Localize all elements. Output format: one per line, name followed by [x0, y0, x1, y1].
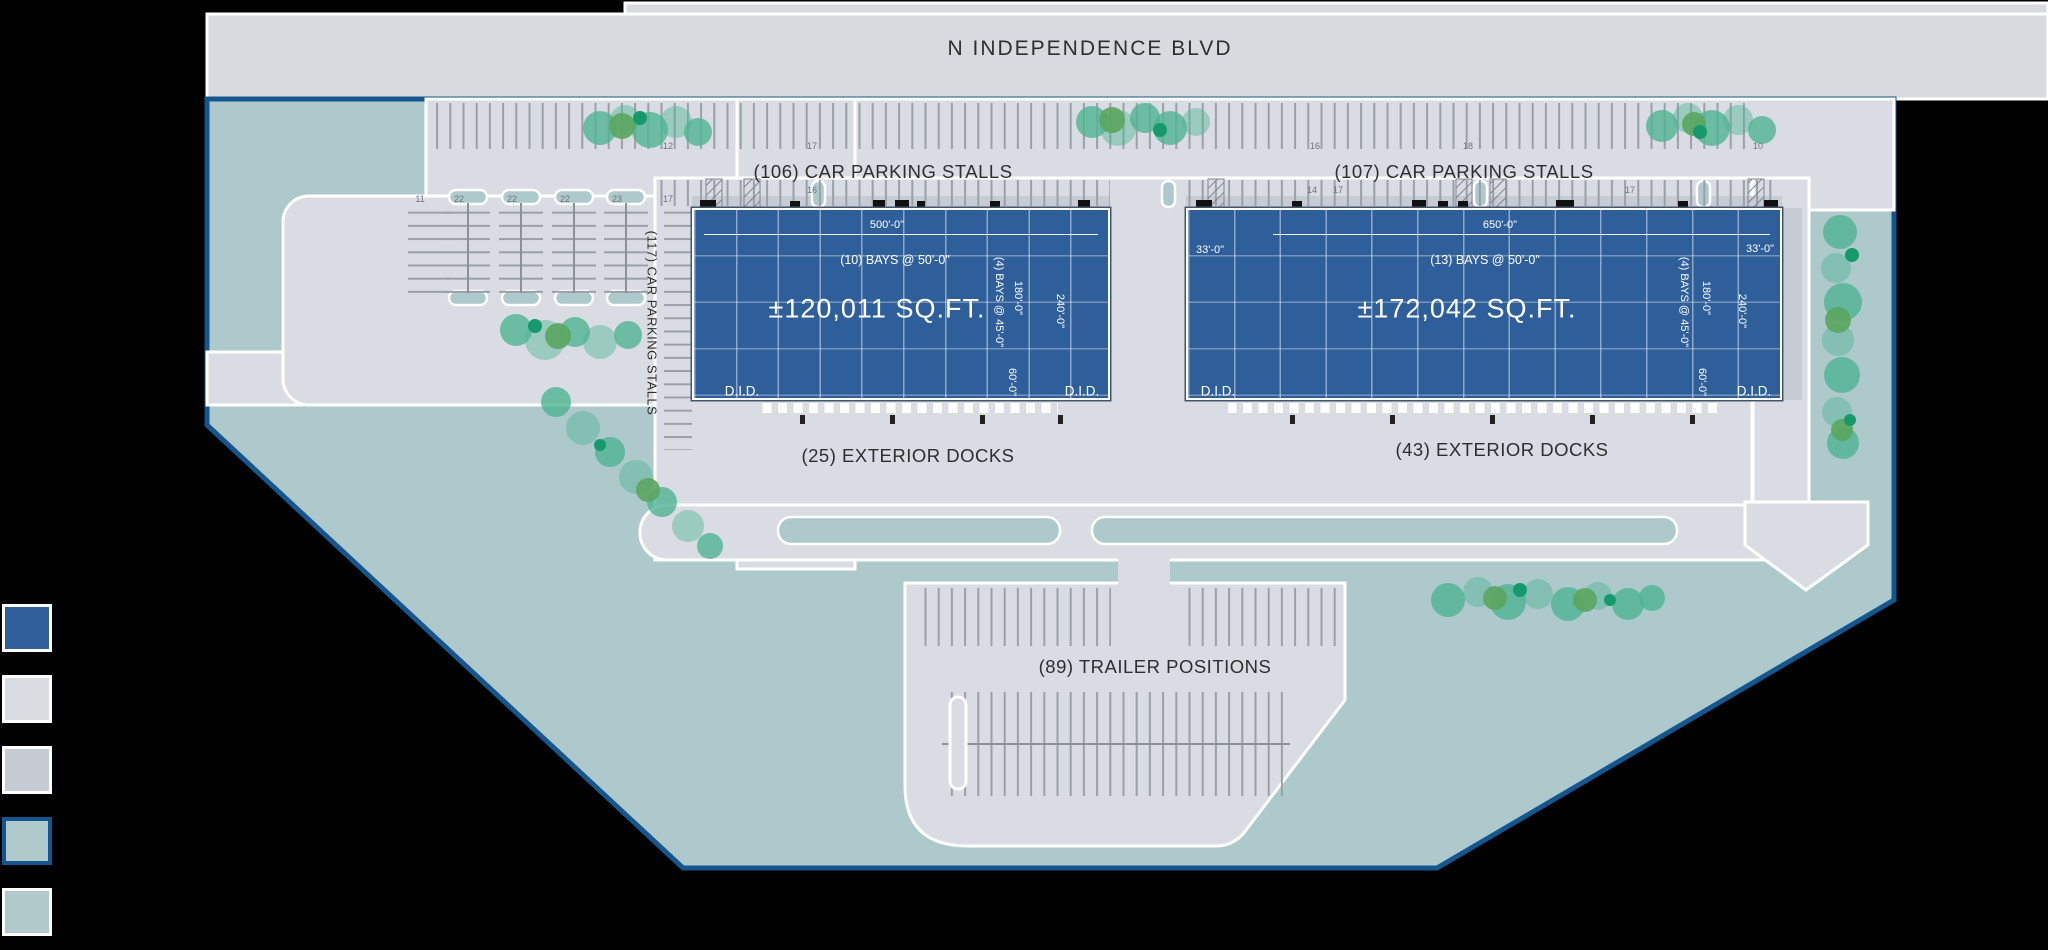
building-2-notch-dim-left: 33'-0"	[1195, 244, 1225, 256]
building-1-did-left: D.I.D.	[724, 383, 760, 399]
legend-swatch-pavement	[2, 675, 52, 723]
row-count: 10	[1752, 141, 1764, 151]
building-1-bays-label: (10) BAYS @ 50'-0"	[840, 253, 950, 267]
building-2-side-bays-label: (4) BAYS @ 45'-0"	[1678, 256, 1690, 348]
building-2-dimension-line	[1273, 234, 1770, 235]
trees	[500, 103, 1862, 621]
building-1-sqft-label: ±120,011 SQ.FT.	[768, 293, 986, 324]
building-2-did-left: D.I.D.	[1200, 383, 1236, 399]
legend-swatch-building	[2, 604, 52, 652]
building-2-width-dim: 240'-0"	[1736, 293, 1748, 329]
parking-117-label: (117) CAR PARKING STALLS	[644, 230, 660, 416]
parking-107-label: (107) CAR PARKING STALLS	[1334, 161, 1594, 182]
row-count: 22	[506, 194, 518, 204]
row-count: 22	[559, 194, 571, 204]
road-label: N INDEPENDENCE BLVD	[947, 37, 1233, 60]
building-2-grid	[1188, 210, 1780, 398]
trailer-position-ticks	[915, 588, 1340, 796]
row-count: 14	[1306, 185, 1318, 195]
building-2-depth-dim: 180'-0"	[1700, 280, 1712, 316]
roof-marks	[700, 200, 1778, 209]
building-2-bays-label: (13) BAYS @ 50'-0"	[1430, 253, 1540, 267]
legend-swatch-sidewalk	[2, 746, 52, 794]
building-1: 500'-0" (10) BAYS @ 50'-0" ±120,011 SQ.F…	[692, 208, 1110, 400]
building-1-length-dim: 500'-0"	[869, 219, 905, 231]
building-2: 650'-0" (13) BAYS @ 50'-0" ±172,042 SQ.F…	[1186, 208, 1782, 400]
row-count: 22	[453, 194, 465, 204]
building-2-speed-bay-dim: 60'-0"	[1696, 367, 1708, 397]
building-2-did-right: D.I.D.	[1736, 383, 1772, 399]
row-count: 11	[415, 194, 425, 204]
building-1-speed-bay-dim: 60'-0"	[1006, 367, 1018, 397]
row-count: 23	[611, 194, 623, 204]
parking-106-label: (106) CAR PARKING STALLS	[753, 161, 1013, 182]
building-2-sqft-label: ±172,042 SQ.FT.	[1357, 293, 1577, 324]
row-count: 16	[806, 185, 818, 195]
row-count: 17	[1332, 185, 1344, 195]
legend-swatch-landscape	[2, 888, 52, 936]
building-1-side-bays-label: (4) BAYS @ 45'-0"	[993, 256, 1005, 348]
row-count: 17	[806, 141, 818, 151]
legend	[2, 604, 52, 936]
row-count: 16	[1309, 141, 1321, 151]
exterior-docks-25-label: (25) EXTERIOR DOCKS	[801, 445, 1015, 466]
building-2-length-dim: 650'-0"	[1482, 219, 1518, 231]
row-count: 17	[1624, 185, 1636, 195]
building-1-grid	[694, 210, 1108, 398]
road-n-independence	[205, 1, 2048, 101]
trailer-positions-label: (89) TRAILER POSITIONS	[1038, 656, 1272, 677]
legend-swatch-landscape-bounded	[2, 817, 52, 865]
building-1-dimension-line	[704, 234, 1098, 235]
building-1-did-right: D.I.D.	[1064, 383, 1100, 399]
row-count: 12	[662, 141, 674, 151]
building-1-width-dim: 240'-0"	[1054, 293, 1066, 329]
row-count: 17	[662, 194, 674, 204]
exterior-docks-43-label: (43) EXTERIOR DOCKS	[1395, 439, 1609, 460]
dock-doors	[760, 400, 1718, 424]
building-1-depth-dim: 180'-0"	[1012, 280, 1024, 316]
row-count: 18	[1462, 141, 1474, 151]
building-2-notch-dim-right: 33'-0"	[1745, 243, 1775, 255]
